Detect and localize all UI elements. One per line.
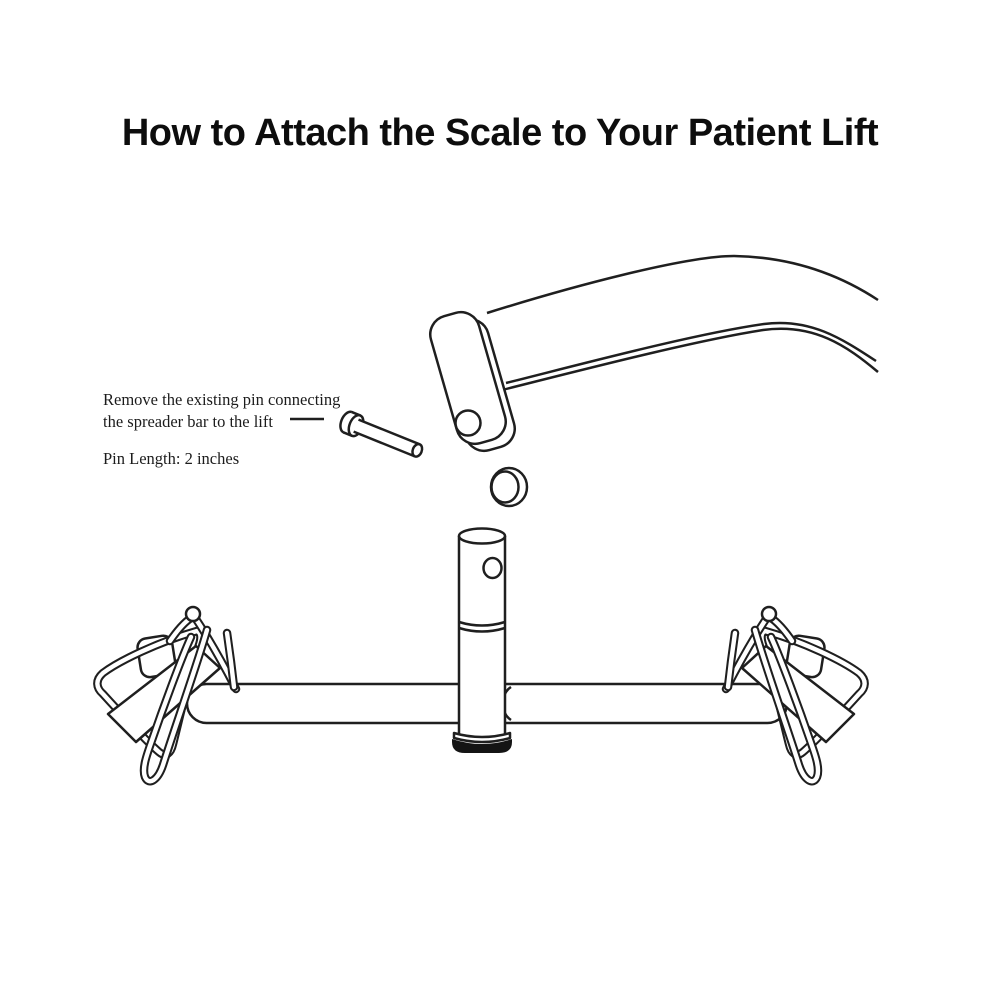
diagram-lines xyxy=(93,254,879,786)
left-hook-assembly xyxy=(93,605,241,786)
scale-adapter xyxy=(452,527,512,753)
detached-pin xyxy=(339,410,424,458)
adapter-pin-hole xyxy=(482,556,503,580)
adapter-rubber-base xyxy=(452,739,512,753)
lift-arm xyxy=(486,254,879,393)
remove-pin-annotation-line2: the spreader bar to the lift xyxy=(103,412,273,431)
retaining-ring xyxy=(489,466,529,508)
remove-pin-annotation-line1: Remove the existing pin connecting xyxy=(103,390,341,409)
page-title: How to Attach the Scale to Your Patient … xyxy=(121,112,879,154)
bracket-pin-hole xyxy=(454,409,482,437)
remove-pin-annotation: Remove the existing pin connecting the s… xyxy=(103,389,340,433)
pin-length-label: Pin Length: 2 inches xyxy=(103,449,240,468)
clevis-bracket xyxy=(429,310,516,453)
